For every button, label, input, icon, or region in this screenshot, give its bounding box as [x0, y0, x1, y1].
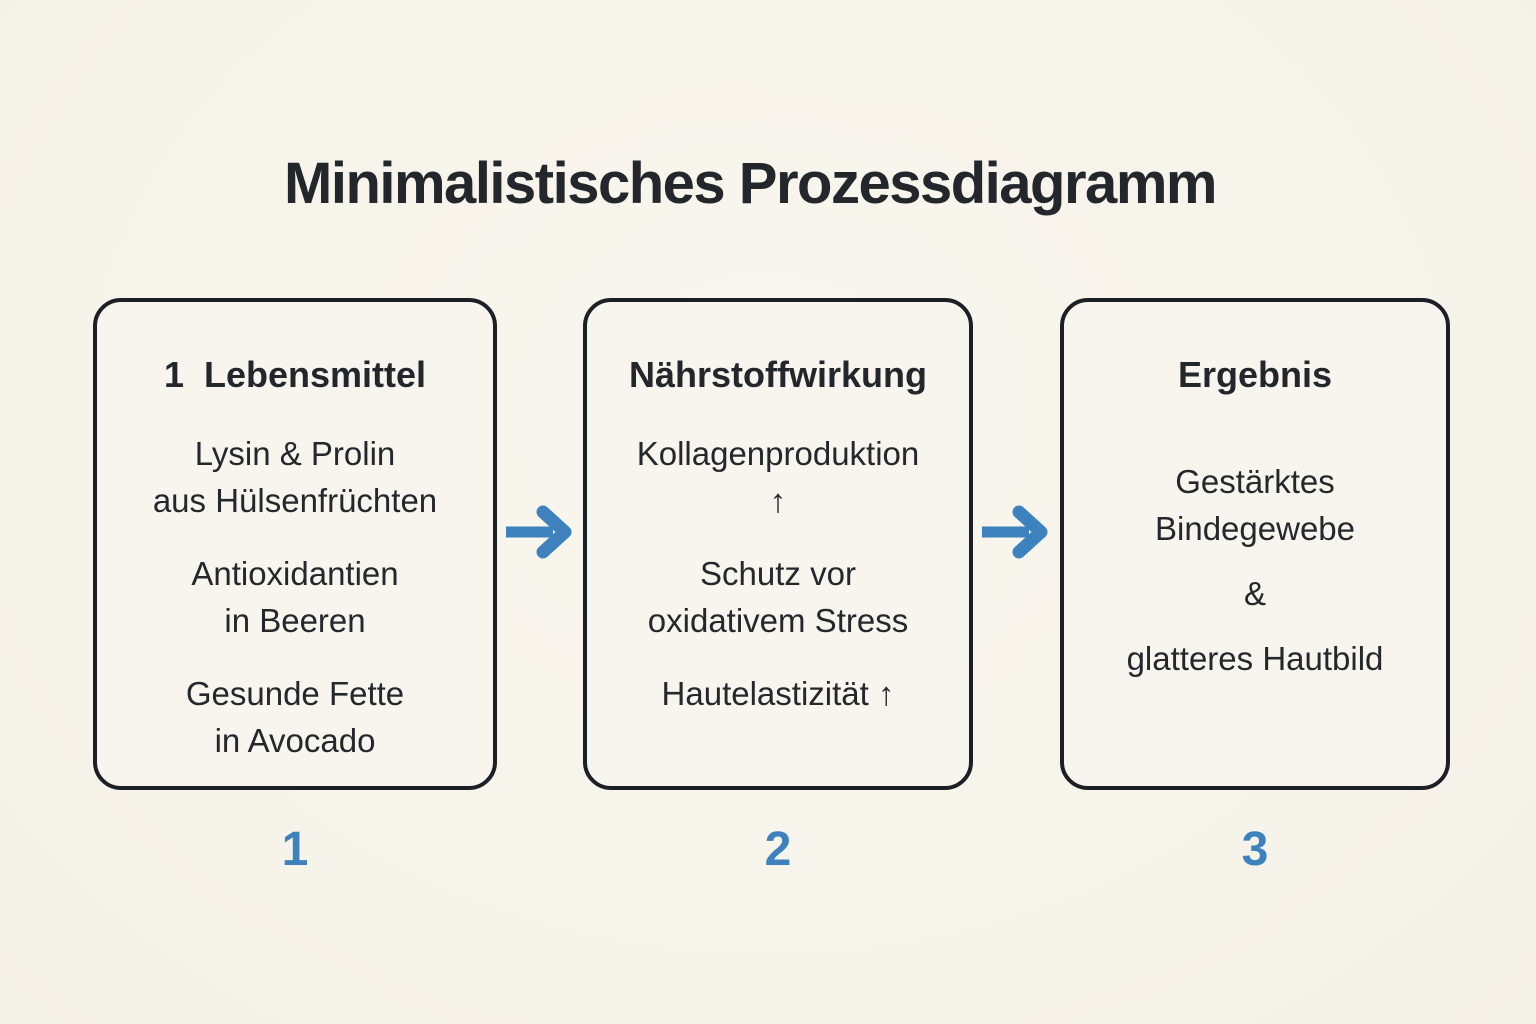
text-line: Hautelastizität ↑ — [661, 675, 895, 712]
text-line: aus Hülsenfrüchten — [152, 482, 438, 519]
text-line: in Avocado — [214, 722, 376, 759]
page-title: Minimalistisches Prozessdiagramm — [284, 151, 1217, 216]
flow-arrow-icon — [982, 505, 1048, 559]
step-number-1: 1 — [281, 823, 309, 876]
step-number-3: 3 — [1241, 823, 1269, 876]
step-paragraph: glatteres Hautbild — [1064, 635, 1446, 682]
step-paragraph: Schutz vor oxidativem Stress — [587, 550, 969, 644]
flow-arrow-icon — [506, 505, 572, 559]
step-box-lebensmittel: 1 Lebensmittel Lysin & Prolin aus Hülsen… — [93, 298, 497, 790]
text-line: Gesunde Fette — [185, 675, 405, 712]
text-line: Gestärktes — [1175, 463, 1335, 500]
text-line: in Beeren — [224, 602, 366, 639]
step-paragraph: & — [1064, 570, 1446, 617]
step-paragraph: Gesunde Fette in Avocado — [97, 670, 493, 764]
step-1-content: Lysin & Prolin aus Hülsenfrüchten Antiox… — [97, 430, 493, 764]
step-paragraph: Lysin & Prolin aus Hülsenfrüchten — [97, 430, 493, 524]
ampersand-text: & — [1243, 575, 1266, 612]
text-line: Lysin & Prolin — [194, 435, 396, 472]
text-line: oxidativem Stress — [647, 602, 909, 639]
step-3-header: Ergebnis — [1177, 354, 1333, 395]
step-box-naehrstoffwirkung: Nährstoffwirkung Kollagenproduktion ↑ Sc… — [583, 298, 973, 790]
text-line: Bindegewebe — [1155, 510, 1355, 547]
step-3-content: Gestärktes Bindegewebe & glatteres Hautb… — [1064, 458, 1446, 682]
up-arrow-glyph: ↑ — [769, 482, 787, 519]
text-line: Kollagenproduktion — [636, 435, 920, 472]
step-paragraph: Antioxidantien in Beeren — [97, 550, 493, 644]
text-line: Schutz vor — [700, 555, 856, 592]
step-number-2: 2 — [764, 823, 792, 876]
step-2-header: Nährstoffwirkung — [628, 354, 927, 395]
step-paragraph: Gestärktes Bindegewebe — [1064, 458, 1446, 552]
step-paragraph: Kollagenproduktion ↑ — [587, 430, 969, 524]
text-line: Antioxidantien — [191, 555, 399, 592]
step-box-ergebnis: Ergebnis Gestärktes Bindegewebe & glatte… — [1060, 298, 1450, 790]
step-2-content: Kollagenproduktion ↑ Schutz vor oxidativ… — [587, 430, 969, 717]
step-paragraph: Hautelastizität ↑ — [587, 670, 969, 717]
text-line: glatteres Hautbild — [1126, 640, 1384, 677]
step-1-header: 1 Lebensmittel — [163, 354, 427, 395]
